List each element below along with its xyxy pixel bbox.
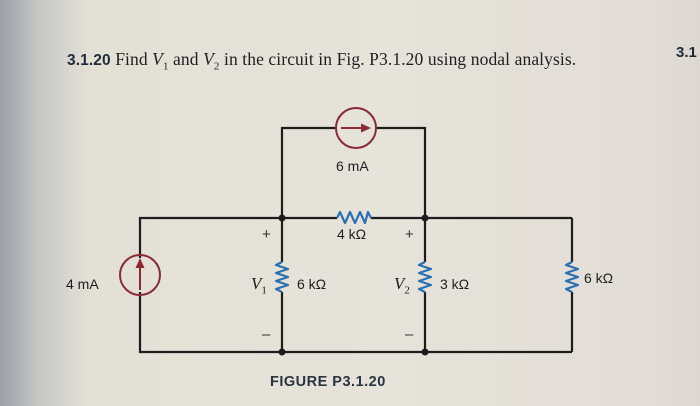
resistor-6k-v1-label: 6 kΩ (297, 276, 327, 292)
v2-variable: V2 (203, 49, 220, 73)
wires (138, 126, 574, 354)
resistor-6k-right-label: 6 kΩ (584, 270, 614, 286)
resistor-6k-v1-icon (274, 261, 290, 293)
problem-number: 3.1.20 (67, 52, 111, 69)
junction-dots (278, 214, 429, 356)
resistor-3k-v2-icon (417, 261, 433, 293)
resistor-4k-icon (336, 210, 372, 225)
problem-statement: 3.1.20 Find V1 and V2 in the circuit in … (67, 44, 647, 82)
v2-node-label: V2 (394, 274, 410, 297)
v1-plus-sign: + (262, 226, 271, 243)
resistor-4k-label: 4 kΩ (337, 226, 367, 242)
node-dot (278, 214, 286, 222)
current-source-arrow-up-icon (119, 254, 161, 296)
node-dot (421, 348, 429, 356)
node-dot (278, 348, 286, 356)
problem-text-1: Find (115, 49, 153, 69)
resistor-6k-right-icon (564, 261, 580, 293)
current-source-arrow-right-icon (335, 107, 377, 149)
v2-plus-sign: + (405, 226, 414, 243)
v2-minus-sign: – (405, 326, 414, 343)
v1-variable: V1 (152, 49, 169, 73)
problem-text-2: and (168, 49, 204, 69)
v1-minus-sign: – (262, 326, 271, 343)
source-4ma-label: 4 mA (66, 276, 99, 292)
resistor-3k-v2-label: 3 kΩ (440, 276, 470, 292)
source-6ma-label: 6 mA (336, 158, 369, 174)
figure-caption: FIGURE P3.1.20 (270, 374, 386, 390)
side-reference: 3.1 (676, 44, 697, 61)
node-dot (421, 214, 429, 222)
v1-node-label: V1 (251, 274, 267, 297)
problem-text-3: in the circuit in Fig. P3.1.20 using nod… (219, 49, 577, 69)
